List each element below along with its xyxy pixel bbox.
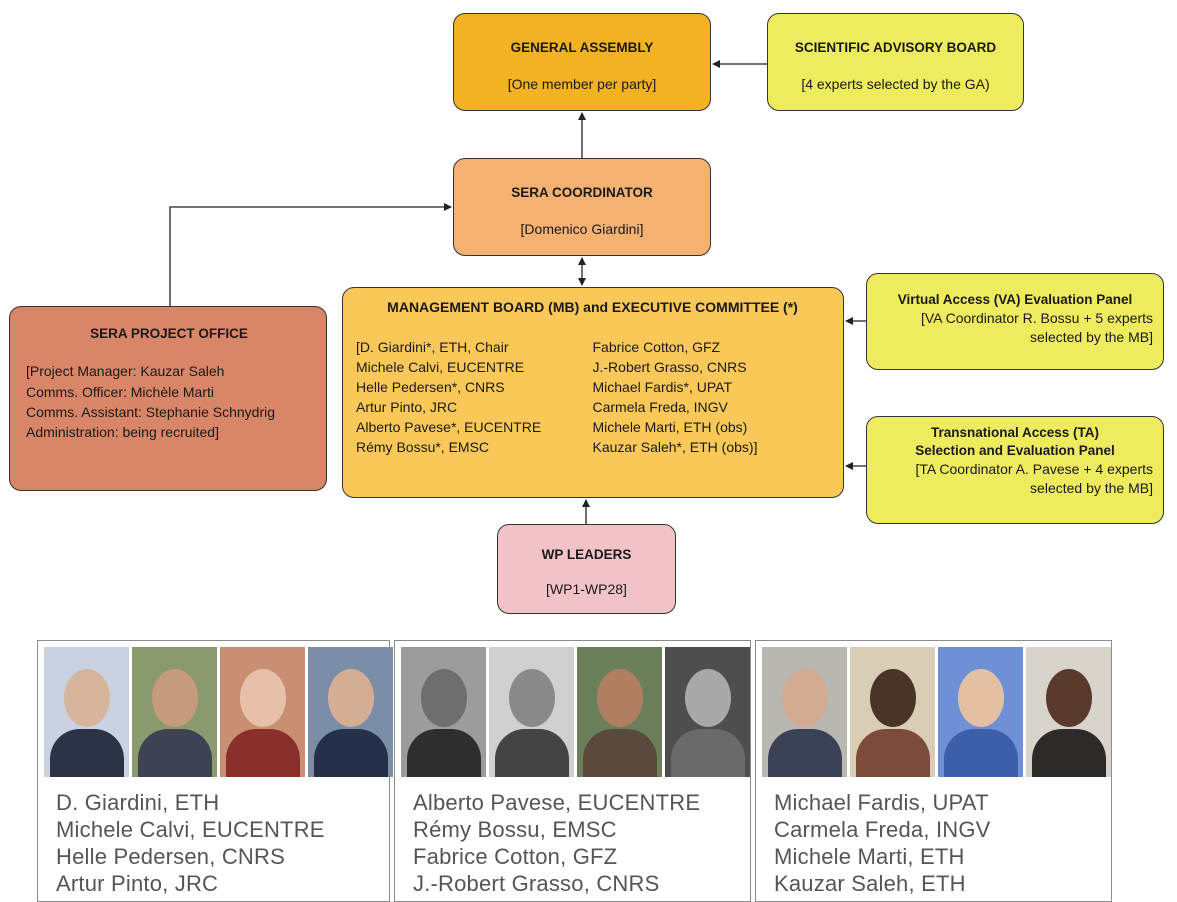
project-office-line: Comms. Officer: Michèle Marti <box>26 383 214 400</box>
member-name: Michael Fardis, UPAT <box>774 790 989 815</box>
ta-panel-title: Selection and Evaluation Panel <box>915 443 1115 459</box>
wp-leaders-title: WP LEADERS <box>541 547 632 562</box>
management-board-right-column: Fabrice Cotton, GFZ J.-Robert Grasso, CN… <box>593 337 830 457</box>
project-office-title: SERA PROJECT OFFICE <box>90 326 248 341</box>
portrait-photo <box>220 647 305 777</box>
project-office-line: [Project Manager: Kauzar Saleh <box>26 363 225 380</box>
portrait-photo <box>401 647 486 777</box>
coordinator-box: SERA COORDINATOR [Domenico Giardini] <box>453 158 711 256</box>
portrait-photo <box>132 647 217 777</box>
member-name: Kauzar Saleh, ETH <box>774 871 966 896</box>
portrait-photo <box>1026 647 1111 777</box>
photo-panel: Alberto Pavese, EUCENTRE Rémy Bossu, EMS… <box>394 640 751 902</box>
member-name: Alberto Pavese, EUCENTRE <box>413 790 701 815</box>
project-office-line: Comms. Assistant: Stephanie Schnydrig <box>26 403 276 420</box>
portrait-photo <box>665 647 750 777</box>
board-member: Michele Marti, ETH (obs) <box>592 418 748 435</box>
member-name: J.-Robert Grasso, CNRS <box>413 871 660 896</box>
member-name: Rémy Bossu, EMSC <box>413 817 617 842</box>
board-member: Artur Pinto, JRC <box>356 398 458 415</box>
member-name: D. Giardini, ETH <box>56 790 220 815</box>
va-panel-line: [VA Coordinator R. Bossu + 5 experts <box>920 310 1153 327</box>
board-member: [D. Giardini*, ETH, Chair <box>356 338 509 355</box>
board-member: J.-Robert Grasso, CNRS <box>592 358 747 375</box>
ta-panel-line: selected by the MB] <box>1030 480 1153 497</box>
portrait-photo <box>577 647 662 777</box>
management-board-title: MANAGEMENT BOARD (MB) and EXECUTIVE COMM… <box>387 299 798 315</box>
portrait-photo <box>44 647 129 777</box>
member-name: Artur Pinto, JRC <box>56 871 219 896</box>
member-name: Fabrice Cotton, GFZ <box>413 844 618 869</box>
member-name: Michele Calvi, EUCENTRE <box>56 817 325 842</box>
portrait-photo <box>308 647 393 777</box>
advisory-board-title: SCIENTIFIC ADVISORY BOARD <box>794 40 997 55</box>
board-member: Helle Pedersen*, CNRS <box>356 378 505 395</box>
board-member: Rémy Bossu*, EMSC <box>356 438 490 455</box>
board-member: Fabrice Cotton, GFZ <box>592 338 721 355</box>
va-panel-line: selected by the MB] <box>1030 329 1153 346</box>
va-panel-box: Virtual Access (VA) Evaluation Panel [VA… <box>866 273 1164 370</box>
member-name: Michele Marti, ETH <box>774 844 965 869</box>
board-member: Alberto Pavese*, EUCENTRE <box>356 418 542 435</box>
photo-panel: Michael Fardis, UPAT Carmela Freda, INGV… <box>755 640 1112 902</box>
portrait-photo <box>762 647 847 777</box>
board-member: Michael Fardis*, UPAT <box>592 378 733 395</box>
general-assembly-box: GENERAL ASSEMBLY [One member per party] <box>453 13 711 111</box>
board-member: Kauzar Saleh*, ETH (obs)] <box>592 438 758 455</box>
management-board-left-column: [D. Giardini*, ETH, Chair Michele Calvi,… <box>356 337 593 457</box>
coordinator-subtitle: [Domenico Giardini] <box>520 221 644 238</box>
advisory-board-box: SCIENTIFIC ADVISORY BOARD [4 experts sel… <box>767 13 1024 111</box>
wp-leaders-subtitle: [WP1-WP28] <box>546 581 627 598</box>
photo-panel: D. Giardini, ETH Michele Calvi, EUCENTRE… <box>37 640 393 902</box>
ta-panel-title: Transnational Access (TA) <box>930 425 1100 440</box>
project-office-box: SERA PROJECT OFFICE [Project Manager: Ka… <box>9 306 327 491</box>
ta-panel-box: Transnational Access (TA) Selection and … <box>866 416 1164 524</box>
member-name: Helle Pedersen, CNRS <box>56 844 285 869</box>
board-member: Michele Calvi, EUCENTRE <box>356 358 525 375</box>
ta-panel-line: [TA Coordinator A. Pavese + 4 experts <box>915 461 1153 478</box>
board-member: Carmela Freda, INGV <box>592 398 728 415</box>
portrait-photo <box>489 647 574 777</box>
portrait-photo <box>850 647 935 777</box>
member-name: Carmela Freda, INGV <box>774 817 991 842</box>
general-assembly-subtitle: [One member per party] <box>507 76 657 93</box>
general-assembly-title: GENERAL ASSEMBLY <box>510 40 654 55</box>
advisory-board-subtitle: [4 experts selected by the GA) <box>801 76 990 93</box>
portrait-photo <box>938 647 1023 777</box>
arrow-office-to-coord <box>169 203 452 306</box>
wp-leaders-box: WP LEADERS [WP1-WP28] <box>497 524 676 614</box>
coordinator-title: SERA COORDINATOR <box>511 185 653 200</box>
va-panel-title: Virtual Access (VA) Evaluation Panel <box>897 292 1133 307</box>
project-office-line: Administration: being recruited] <box>26 424 219 441</box>
management-board-box: MANAGEMENT BOARD (MB) and EXECUTIVE COMM… <box>342 287 844 498</box>
